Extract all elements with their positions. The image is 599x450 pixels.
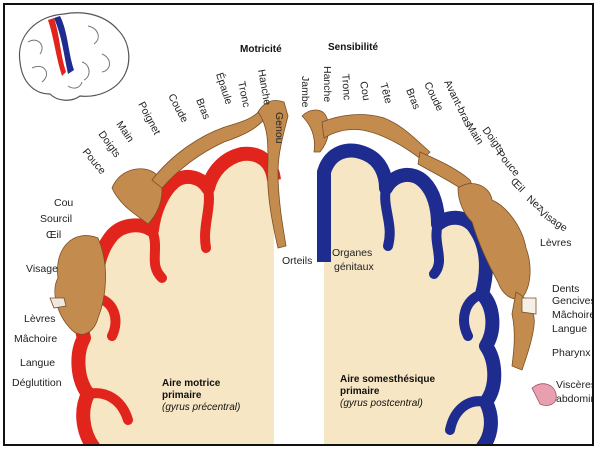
motor-area-title: Aire motrice	[162, 378, 221, 389]
sensory-label: Avant-bras	[441, 78, 474, 129]
sensory-area-title: Aire somesthésique	[340, 374, 435, 385]
sensory-label: Mâchoire	[552, 309, 594, 321]
sensory-area-subtitle: (gyrus postcentral)	[340, 398, 423, 409]
sensory-viscera	[532, 384, 556, 406]
sensory-label: Coude	[421, 80, 445, 113]
sensory-area-title-2: primaire	[340, 386, 380, 397]
motor-label: Pouce	[80, 146, 108, 177]
motor-label: Lèvres	[24, 313, 56, 325]
motor-label: Visage	[26, 263, 58, 275]
orteils-label: Orteils	[282, 255, 312, 267]
sensory-label: Visage	[536, 207, 569, 235]
sensory-label: Pharynx	[552, 347, 591, 359]
sensory-label: Tête	[377, 82, 394, 106]
motor-label: Déglutition	[12, 377, 62, 389]
figure-frame: Motricité Sensibilité Genou Hanche Tronc…	[3, 3, 594, 446]
sensory-label: Bras	[403, 87, 422, 112]
motor-label: Tronc	[235, 80, 252, 108]
sensory-label: Lèvres	[540, 237, 572, 249]
sensory-label: Cou	[357, 80, 372, 101]
motor-label: Coude	[165, 92, 190, 125]
motor-mouth	[50, 298, 66, 308]
sensory-label: Langue	[552, 323, 587, 335]
sensory-label: Pouce	[494, 148, 522, 179]
motor-label: Cou	[54, 197, 73, 209]
sensory-label: Gencives	[552, 295, 594, 307]
motor-label: Langue	[20, 357, 55, 369]
sensory-label: Hanche	[321, 66, 333, 102]
motor-label: Hanche	[255, 68, 273, 106]
sensory-label: Dents	[552, 283, 579, 295]
genitaux-label: génitaux	[334, 261, 374, 273]
motor-label: Main	[114, 119, 137, 145]
motor-label: Sourcil	[40, 213, 72, 225]
motor-area-title-2: primaire	[162, 390, 202, 401]
motor-label: Épaule	[213, 71, 236, 106]
motor-label: Œil	[46, 229, 61, 241]
sensory-label: Tronc	[339, 73, 353, 100]
motor-label: Poignet	[135, 100, 162, 137]
sensory-teeth	[522, 298, 536, 314]
motor-label: Genou	[273, 112, 285, 144]
brain-inset	[19, 13, 128, 100]
sensory-label: abdominaux	[556, 393, 594, 405]
motor-label: Mâchoire	[14, 333, 57, 345]
motor-label: Doigts	[96, 129, 123, 160]
sensory-label: Viscères	[556, 379, 594, 391]
sensory-label: Œil	[508, 176, 527, 195]
motor-heading: Motricité	[240, 44, 282, 55]
motor-area-subtitle: (gyrus précentral)	[162, 402, 240, 413]
sensory-label: Jambe	[299, 76, 311, 108]
motor-label: Bras	[193, 97, 212, 122]
sensory-heading: Sensibilité	[328, 42, 378, 53]
homunculus-diagram: Motricité Sensibilité Genou Hanche Tronc…	[5, 5, 594, 446]
organes-label: Organes	[332, 247, 372, 259]
